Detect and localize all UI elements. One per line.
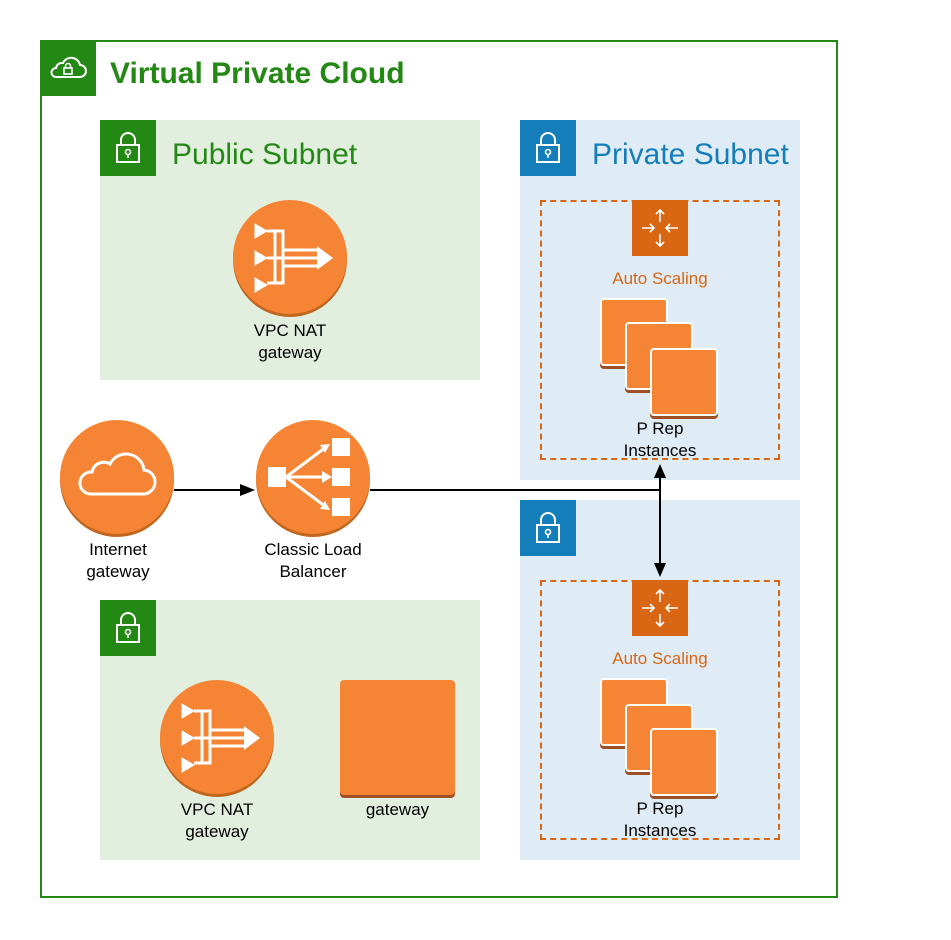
public-subnet-2-badge: [100, 600, 156, 656]
cloud-icon: [78, 452, 157, 496]
igw-line1: Internet: [89, 540, 147, 559]
nat-gateway-top[interactable]: [233, 200, 347, 314]
lb-to-instances-connector: [370, 464, 666, 577]
nat-label-line2: gateway: [258, 343, 322, 362]
gateway-box-label: gateway: [365, 800, 430, 819]
load-balancer-label: Classic Load Balancer: [233, 539, 393, 583]
lock-icon: [536, 512, 560, 543]
instance-icon[interactable]: [650, 728, 718, 796]
lock-icon: [536, 132, 560, 163]
instances-line2: Instances: [623, 821, 697, 840]
instance-icon[interactable]: [650, 348, 718, 416]
auto-scaling-icon: [632, 200, 688, 256]
auto-scaling-label: Auto Scaling: [612, 649, 708, 668]
public-subnet-title: Public Subnet: [172, 138, 358, 171]
lock-icon: [116, 612, 140, 643]
instances-line2: Instances: [623, 441, 697, 460]
private-subnet-title: Private Subnet: [592, 138, 789, 171]
nat-label-line2: gateway: [185, 822, 249, 841]
nat-gateway-icon: [181, 703, 260, 773]
lock-icon: [116, 132, 140, 163]
internet-gateway-label: Internet gateway: [38, 539, 198, 583]
vpc-badge: [40, 40, 96, 96]
nat-gateway-top-label: VPC NAT gateway: [210, 320, 370, 364]
load-balancer-icon: [268, 438, 350, 516]
igw-line2: gateway: [86, 562, 150, 581]
load-balancer[interactable]: [256, 420, 370, 534]
igw-to-lb-arrow: [174, 484, 255, 496]
gateway-box[interactable]: [340, 680, 455, 795]
vpc-title: Virtual Private Cloud: [110, 57, 405, 90]
public-subnet-badge: [100, 120, 156, 176]
auto-scaling-icon: [632, 580, 688, 636]
nat-label-line1: VPC NAT: [180, 800, 254, 819]
nat-gateway-bottom-label: VPC NAT gateway: [137, 799, 297, 843]
nat-gateway-bottom[interactable]: [160, 680, 274, 794]
auto-scaling-label: Auto Scaling: [612, 269, 708, 288]
clb-line2: Balancer: [279, 562, 347, 581]
instances-label-1: P Rep Instances: [580, 418, 740, 462]
clb-line1: Classic Load: [264, 540, 362, 559]
nat-label-line1: VPC NAT: [253, 321, 327, 340]
nat-gateway-icon: [254, 223, 333, 293]
instances-label-2: P Rep Instances: [580, 798, 740, 842]
instances-line1: P Rep: [636, 419, 684, 438]
vpc-container: [40, 40, 838, 898]
cloud-lock-icon: [50, 56, 87, 78]
instances-line1: P Rep: [636, 799, 684, 818]
internet-gateway[interactable]: [60, 420, 174, 534]
private-subnet-2-badge: [520, 500, 576, 556]
private-subnet-1-badge: [520, 120, 576, 176]
